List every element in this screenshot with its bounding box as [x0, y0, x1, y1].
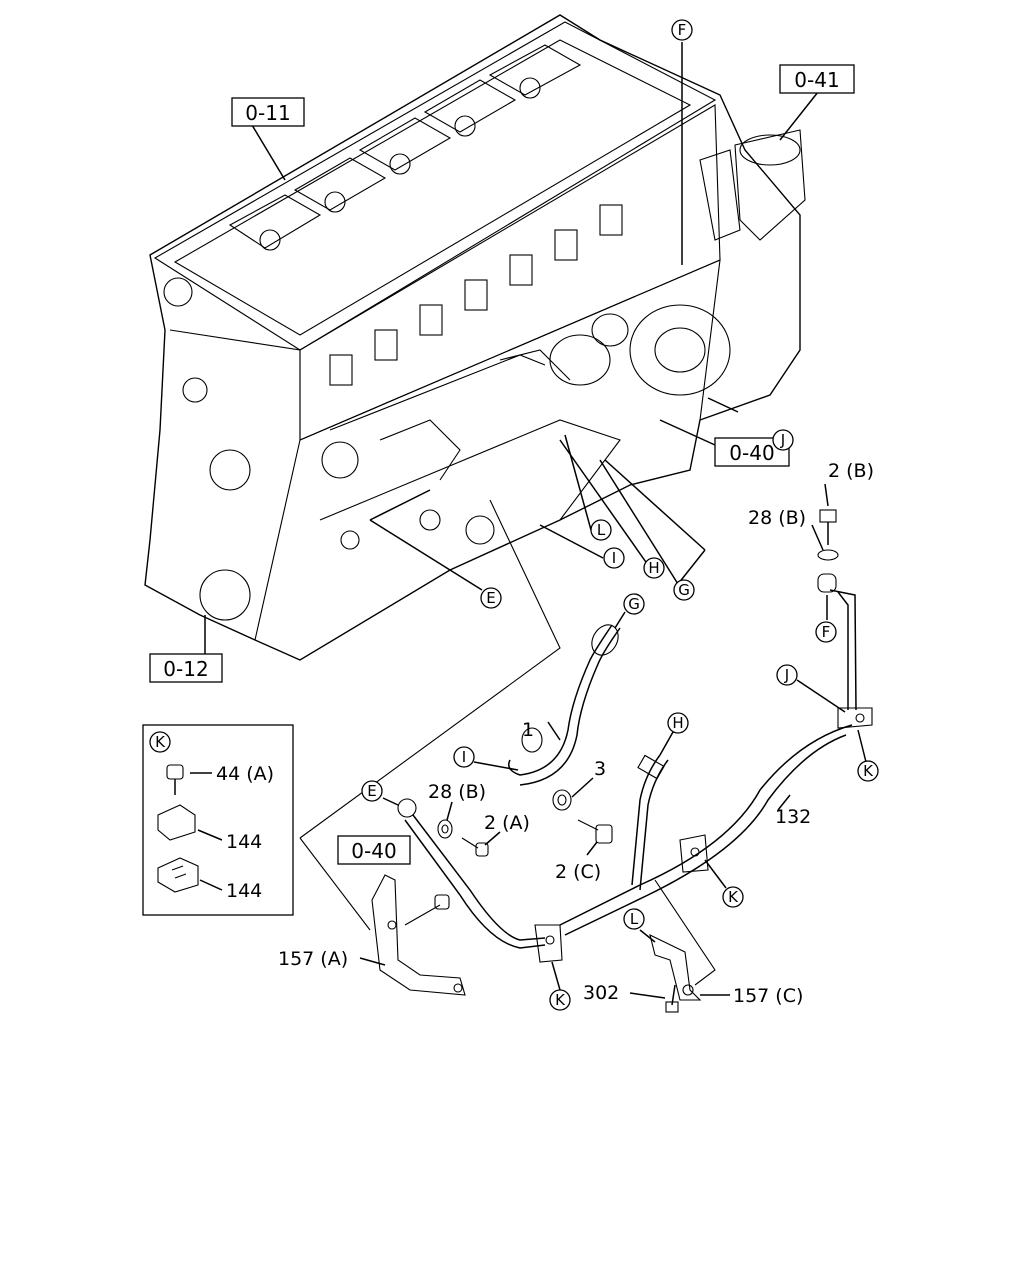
svg-text:F: F [678, 21, 687, 39]
callout-g-pipe: G [623, 593, 645, 615]
part-2b-label: 2 (B) [828, 460, 874, 482]
ref-0-40-bottom: 0-40 [337, 835, 411, 865]
part-3-label: 3 [594, 758, 606, 780]
part-302-label: 302 [583, 982, 619, 1004]
callout-j-engine: J [772, 429, 794, 451]
callout-e-engine: E [480, 587, 502, 609]
svg-text:F: F [822, 623, 831, 641]
callout-k-mid: K [722, 886, 744, 908]
callout-k-inset: K [149, 731, 171, 753]
svg-text:E: E [367, 782, 376, 800]
callout-e-pipe: E [361, 780, 383, 802]
pipe-leaders [359, 483, 867, 999]
ref-0-40-top-label: 0-40 [729, 441, 774, 465]
callout-l-engine: L [590, 519, 612, 541]
callout-j-pipe: J [776, 664, 798, 686]
callout-l-bracket: L [623, 908, 645, 930]
svg-text:L: L [597, 521, 606, 539]
part-2a-label: 2 (A) [484, 812, 530, 834]
part-157a-label: 157 (A) [278, 948, 348, 970]
part-2c-label: 2 (C) [555, 861, 601, 883]
svg-text:H: H [672, 714, 683, 732]
ref-0-11: 0-11 [231, 97, 305, 127]
ref-0-12: 0-12 [149, 653, 223, 683]
svg-text:K: K [555, 991, 566, 1009]
svg-text:I: I [462, 748, 466, 766]
ref-0-41-label: 0-41 [794, 68, 839, 92]
part-144a-label: 144 [226, 831, 262, 853]
callout-h-engine: H [643, 557, 665, 579]
inset-k [142, 724, 294, 916]
svg-text:G: G [678, 581, 690, 599]
svg-text:K: K [728, 888, 739, 906]
svg-text:J: J [784, 666, 789, 684]
part-157c-label: 157 (C) [733, 985, 803, 1007]
callout-i-engine: I [603, 547, 625, 569]
svg-text:G: G [628, 595, 640, 613]
callout-g-engine: G [673, 579, 695, 601]
ref-0-40-bottom-label: 0-40 [351, 839, 396, 863]
callout-i-pipe: I [453, 746, 475, 768]
pipe-assembly [299, 499, 873, 1013]
callout-f-pipe: F [815, 621, 837, 643]
ref-0-11-label: 0-11 [245, 101, 290, 125]
part-132-label: 132 [775, 806, 811, 828]
callout-k-bottom: K [549, 989, 571, 1011]
svg-text:K: K [863, 762, 874, 780]
svg-text:H: H [648, 559, 659, 577]
part-44a-label: 44 (A) [216, 763, 274, 785]
svg-text:J: J [780, 431, 785, 449]
svg-text:I: I [612, 549, 616, 567]
svg-text:L: L [630, 910, 639, 928]
callout-f-top: F [671, 19, 693, 41]
ref-0-41: 0-41 [779, 64, 855, 94]
svg-text:E: E [486, 589, 495, 607]
part-144b-label: 144 [226, 880, 262, 902]
engine-leaders [204, 42, 819, 655]
part-28b-left-label: 28 (B) [428, 781, 486, 803]
svg-text:K: K [155, 733, 166, 751]
callout-k-pipe: K [857, 760, 879, 782]
engine-block [144, 14, 806, 661]
ref-0-12-label: 0-12 [163, 657, 208, 681]
part-1-label: 1 [522, 719, 534, 741]
part-28b-right-label: 28 (B) [748, 507, 806, 529]
callout-h-pipe: H [667, 712, 689, 734]
